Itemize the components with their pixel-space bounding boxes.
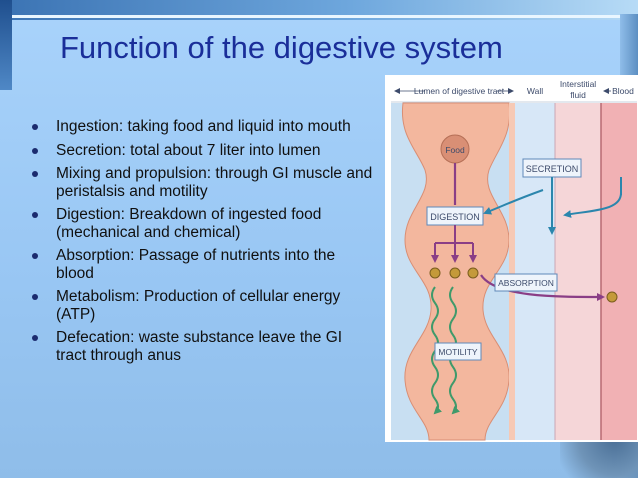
bullet-dot-icon xyxy=(32,253,38,259)
bullet-dot-icon xyxy=(32,124,38,130)
header-lumen-label: Lumen of digestive tract xyxy=(414,86,505,96)
food-label: Food xyxy=(445,145,465,155)
bullet-text: Absorption: Passage of nutrients into th… xyxy=(56,247,336,282)
bullet-item: Metabolism: Production of cellular energ… xyxy=(30,288,375,323)
secretion-label: SECRETION xyxy=(526,164,579,174)
bullet-text: Ingestion: taking food and liquid into m… xyxy=(56,118,351,135)
bullet-item: Ingestion: taking food and liquid into m… xyxy=(30,118,375,136)
wall-lining xyxy=(509,103,515,440)
blood-nutrient-molecule xyxy=(606,291,618,303)
bullet-text: Secretion: total about 7 liter into lume… xyxy=(56,141,321,159)
digestion-label: DIGESTION xyxy=(430,212,480,222)
bullet-text: Digestion: Breakdown of ingested food (m… xyxy=(56,206,322,241)
motility-box xyxy=(434,342,482,361)
nutrient-molecule xyxy=(449,267,461,279)
bullet-item: Secretion: total about 7 liter into lume… xyxy=(30,142,375,160)
digestive-process-diagram: Lumen of digestive tract Wall Interstiti… xyxy=(385,75,638,442)
bullet-dot-icon xyxy=(32,294,38,300)
motility-label: MOTILITY xyxy=(438,347,478,357)
absorption-arrow xyxy=(480,274,605,301)
bullet-text: Metabolism: Production of cellular energ… xyxy=(56,288,341,323)
bullet-item: Absorption: Passage of nutrients into th… xyxy=(30,247,375,282)
header-wall-label: Wall xyxy=(527,86,543,96)
nutrient-molecule xyxy=(429,267,441,279)
header-interstitial-label-2: fluid xyxy=(570,90,586,100)
bullet-text: Mixing and propulsion: through GI muscle… xyxy=(56,165,373,200)
bullet-list: Ingestion: taking food and liquid into m… xyxy=(30,118,375,370)
secretion-to-lumen-arrow xyxy=(483,189,544,215)
bullet-item: Digestion: Breakdown of ingested food (m… xyxy=(30,206,375,241)
bullet-text: Defecation: waste substance leave the GI… xyxy=(56,329,343,364)
absorption-label: ABSORPTION xyxy=(498,278,554,288)
header-interstitial-label-1: Interstitial xyxy=(560,79,596,89)
top-decorative-line xyxy=(12,15,638,18)
bullet-dot-icon xyxy=(32,147,38,154)
left-decorative-bar xyxy=(0,0,12,90)
slide-title: Function of the digestive system xyxy=(60,30,503,65)
absorption-box xyxy=(494,273,558,292)
blood-region xyxy=(601,103,637,440)
blood-to-secretion-arrow xyxy=(563,192,622,218)
bullet-dot-icon xyxy=(32,171,38,177)
bullet-item: Mixing and propulsion: through GI muscle… xyxy=(30,165,375,200)
wall-region xyxy=(515,103,555,440)
bullet-item: Defecation: waste substance leave the GI… xyxy=(30,329,375,364)
nutrient-molecule xyxy=(467,267,479,279)
interstitial-region xyxy=(555,103,601,440)
bullet-dot-icon xyxy=(32,212,38,218)
bullet-dot-icon xyxy=(32,335,38,341)
header-blood-label: Blood xyxy=(612,86,634,96)
